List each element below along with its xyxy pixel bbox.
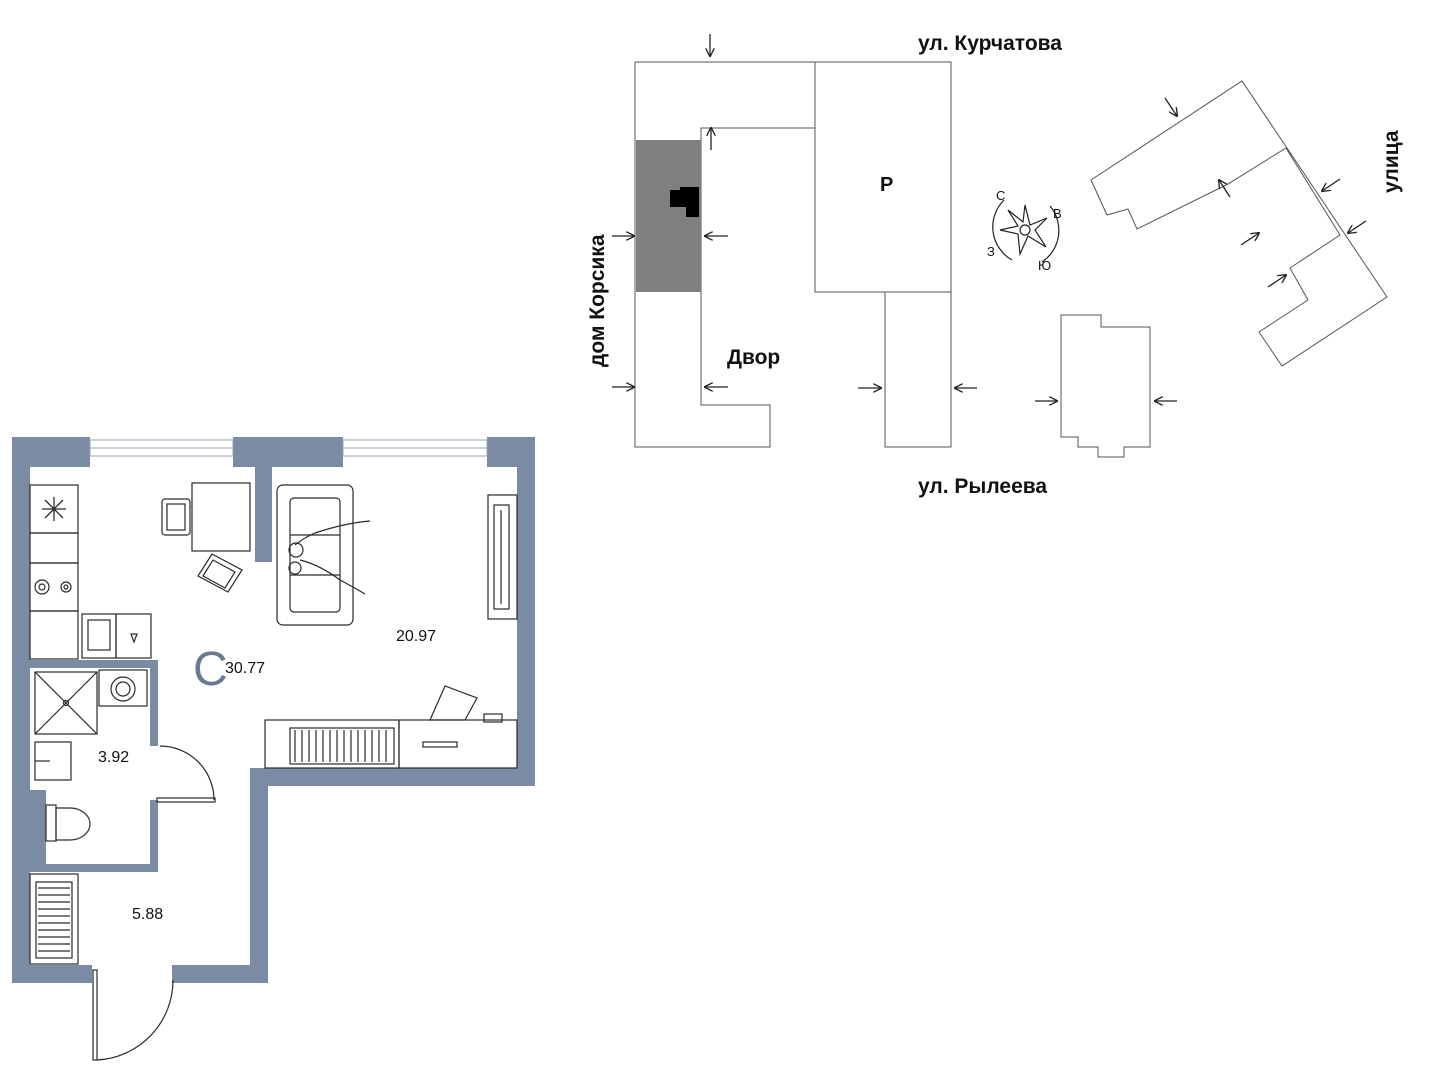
washing-machine-icon — [98, 669, 148, 707]
yard-label: Двор — [727, 346, 780, 369]
fridge-icon — [42, 497, 66, 521]
apartment-location-marker — [670, 187, 699, 217]
washbasin — [34, 741, 72, 781]
compass-icon — [992, 199, 1060, 263]
outer-walls — [12, 437, 535, 983]
compass-south-label: Ю — [1038, 258, 1051, 273]
south-building — [884, 291, 952, 448]
toilet-icon — [45, 804, 91, 842]
entrance-arrows — [612, 34, 1367, 401]
radiator — [264, 719, 400, 769]
parking-label: Р — [880, 174, 893, 196]
work-desk — [398, 685, 518, 769]
street-east-label: улица — [1380, 130, 1403, 193]
compass-west-label: З — [987, 244, 995, 259]
total-area-label: 30.77 — [225, 660, 265, 677]
northeast-building — [1090, 80, 1388, 367]
windows — [89, 439, 488, 457]
compass-east-label: В — [1053, 206, 1062, 221]
tv-stand — [487, 494, 518, 620]
apartment-floor-plan: С 30.77 20.97 3.92 5.88 — [12, 437, 535, 1061]
sofa — [276, 484, 371, 626]
compass-north-label: С — [996, 188, 1005, 203]
street-south-label: ул. Рылеева — [918, 475, 1047, 498]
dining-table — [161, 482, 251, 593]
entrance-door — [92, 969, 174, 1061]
east-small-building — [1060, 314, 1151, 458]
stove-icon — [34, 579, 72, 595]
shower — [34, 671, 98, 735]
hallway-area-label: 5.88 — [132, 906, 163, 923]
kitchen-sink — [81, 613, 152, 659]
living-room-area-label: 20.97 — [396, 628, 436, 645]
wardrobe — [29, 873, 79, 965]
apartment-type-letter: С — [193, 643, 228, 696]
parking-building — [814, 61, 952, 293]
site-plan: Р — [586, 32, 1403, 498]
kitchen-counter — [29, 484, 79, 660]
bathroom-area-label: 3.92 — [98, 749, 129, 766]
street-north-label: ул. Курчатова — [918, 32, 1062, 55]
street-west-label: дом Корсика — [586, 234, 609, 367]
bathroom-door — [156, 745, 216, 803]
